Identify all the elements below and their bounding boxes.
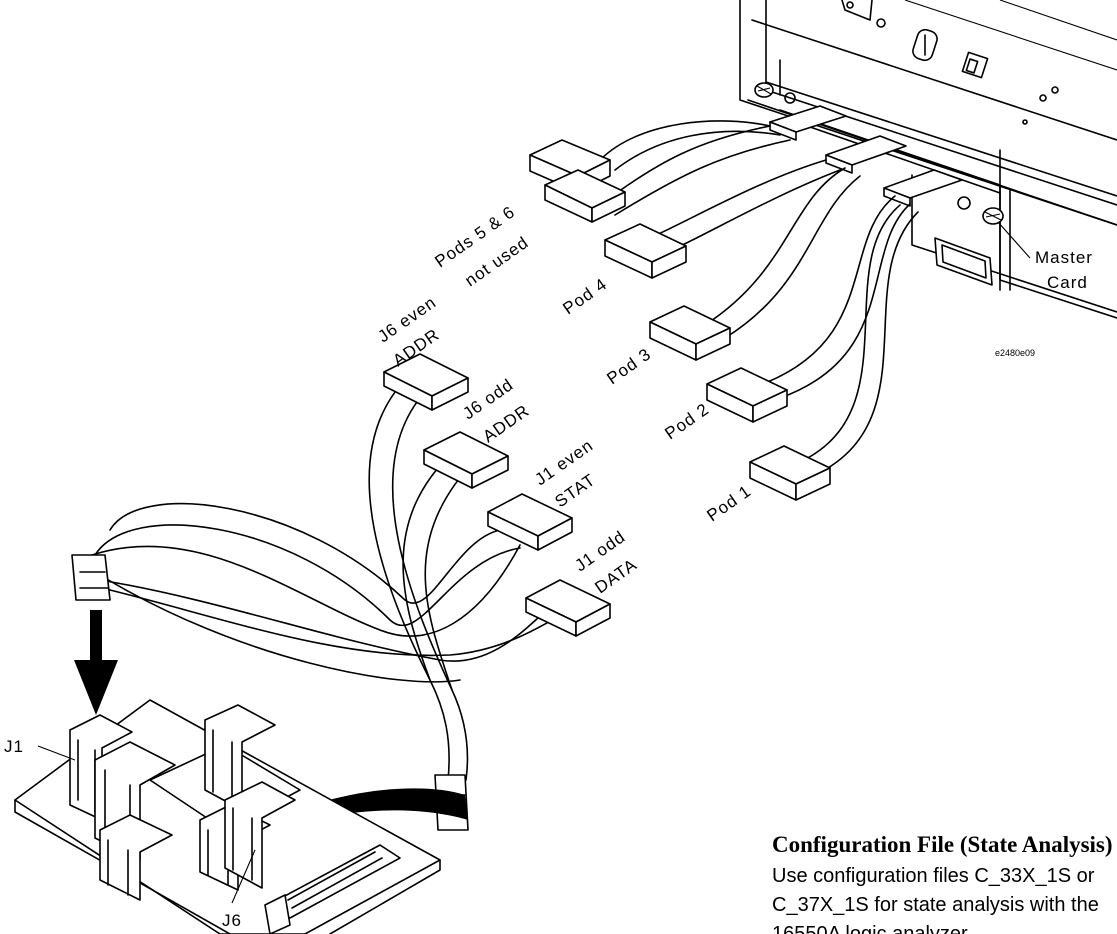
label-pod3: Pod 3 <box>603 344 654 388</box>
label-j6: J6 <box>222 911 242 930</box>
caption-body: Use configuration files C_33X_1S or C_37… <box>772 862 1117 934</box>
label-pod4: Pod 4 <box>559 274 610 318</box>
label-pod2: Pod 2 <box>661 399 712 443</box>
caption-title: Configuration File (State Analysis) <box>772 832 1113 858</box>
target-board <box>15 700 440 934</box>
analyzer-cables <box>600 121 918 475</box>
label-master: Master <box>1035 248 1093 267</box>
master-card-leader <box>998 222 1030 258</box>
label-j1: J1 <box>4 737 24 756</box>
figure-id: e2480e09 <box>995 348 1035 358</box>
label-card: Card <box>1047 273 1088 292</box>
label-pod1: Pod 1 <box>703 481 754 525</box>
logic-analyzer-chassis <box>740 0 1117 318</box>
